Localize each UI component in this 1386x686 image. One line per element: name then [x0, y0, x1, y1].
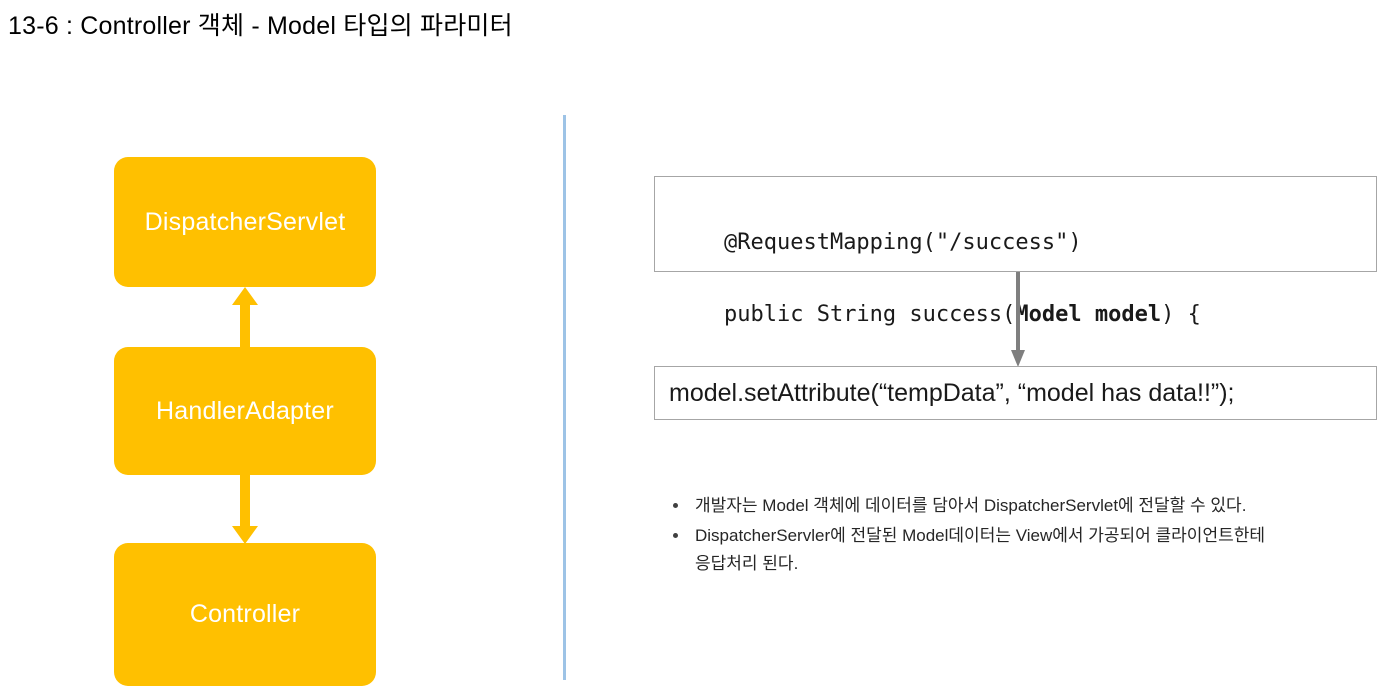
code-line-method-suffix: ) {: [1161, 302, 1201, 327]
list-item-text: 개발자는 Model 객체에 데이터를 담아서 DispatcherServle…: [695, 496, 1247, 515]
bullet-icon: [673, 533, 678, 538]
flow-box-handleradapter[interactable]: HandlerAdapter: [114, 347, 376, 475]
code-block-request-mapping: @RequestMapping("/success") public Strin…: [654, 176, 1377, 327]
list-item: 개발자는 Model 객체에 데이터를 담아서 DispatcherServle…: [661, 492, 1361, 520]
code-block-set-attribute: model.setAttribute(“tempData”, “model ha…: [654, 366, 1377, 420]
list-item: DispatcherServler에 전달된 Model데이터는 View에서 …: [661, 522, 1361, 578]
code-line-set-attribute: model.setAttribute(“tempData”, “model ha…: [669, 378, 1235, 407]
bullet-icon: [673, 503, 678, 508]
code-line-annotation: @RequestMapping("/success"): [723, 230, 1082, 255]
flow-box-label: Controller: [189, 600, 301, 628]
flow-diagram: DispatcherServlet HandlerAdapter Control…: [0, 0, 563, 686]
notes-list: 개발자는 Model 객체에 데이터를 담아서 DispatcherServle…: [661, 492, 1361, 580]
right-panel: @RequestMapping("/success") public Strin…: [563, 0, 1386, 680]
flow-box-label: DispatcherServlet: [144, 207, 346, 236]
code-line-method-prefix: public String success(: [723, 302, 1016, 327]
arrow-handleradapter-to-controller: [232, 475, 258, 544]
code-line-method-param: Model model: [1015, 302, 1162, 327]
page-title: 13-6 : Controller 객체 - Model 타입의 파라미터: [8, 12, 513, 40]
down-arrow-icon: [1008, 272, 1028, 367]
list-item-text-continued: 응답처리 된다.: [695, 554, 799, 573]
column-divider: [563, 115, 566, 680]
flow-box-label: HandlerAdapter: [156, 396, 334, 425]
flow-box-dispatcherservlet[interactable]: DispatcherServlet: [114, 157, 376, 287]
arrow-handleradapter-to-dispatcherservlet: [232, 287, 258, 348]
list-item-text: DispatcherServler에 전달된 Model데이터는 View에서 …: [695, 526, 1266, 545]
flow-box-controller[interactable]: Controller: [114, 543, 376, 686]
